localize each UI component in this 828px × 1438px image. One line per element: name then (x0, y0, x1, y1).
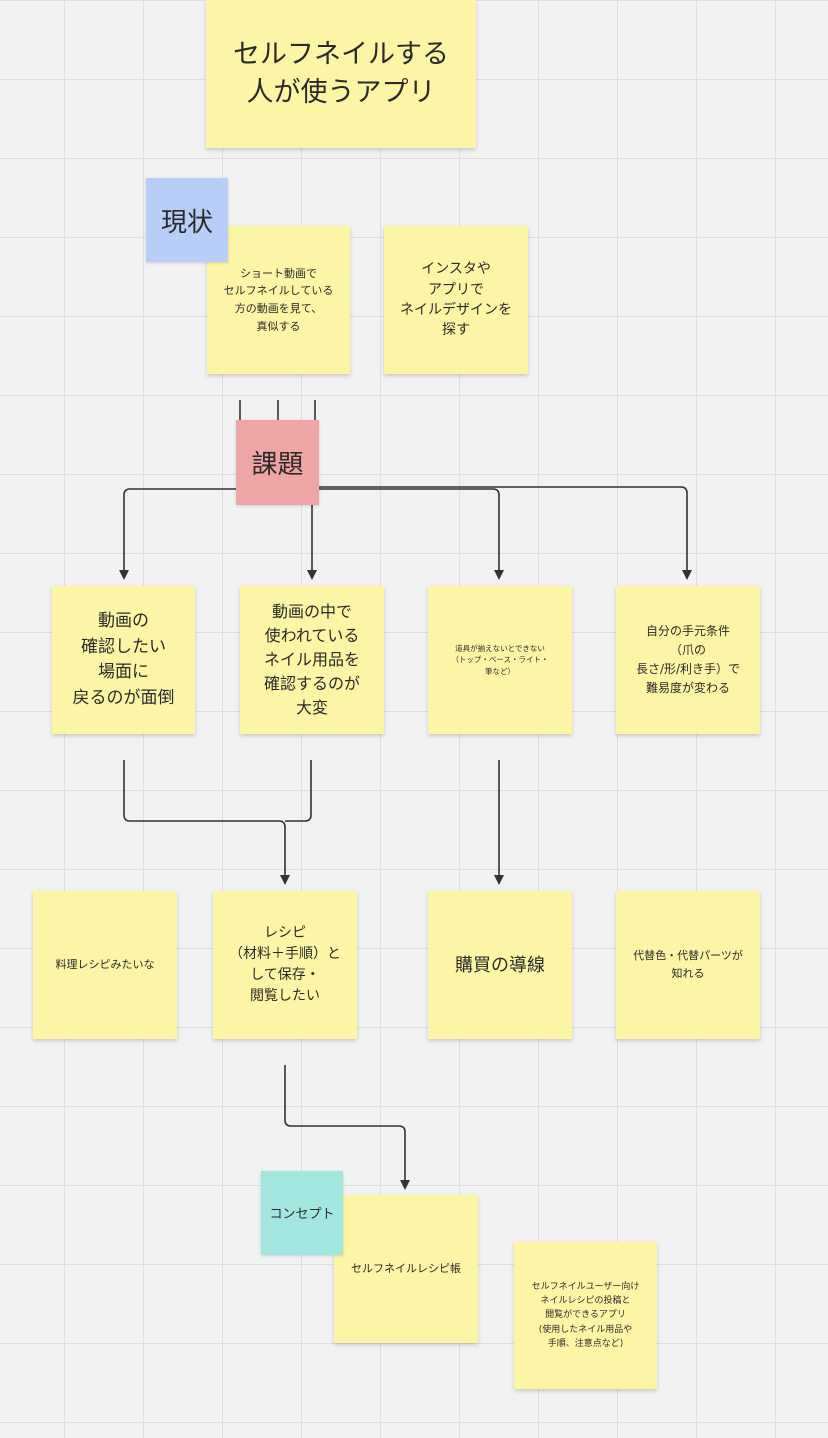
concept-note-description-text: セルフネイルユーザー向け ネイルレシピの投稿と 閲覧ができるアプリ (使用したネ… (531, 1281, 640, 1350)
connector-issue-1 (119, 488, 236, 580)
concept-note-name[interactable]: セルフネイルレシピ帳 (334, 1195, 478, 1343)
idea-note-alternatives[interactable]: 代替色・代替パーツが 知れる (616, 891, 760, 1039)
title-note[interactable]: セルフネイルする 人が使うアプリ (206, 0, 476, 148)
connector-merge-right (285, 760, 312, 822)
connector-concept (284, 1065, 410, 1190)
idea-note-save-recipe-text: レシピ （材料＋手順）と して保存・ 閲覧したい (229, 925, 341, 1004)
idea-note-purchase-flow[interactable]: 購買の導線 (428, 891, 572, 1039)
current-note-short-video[interactable]: ショート動画で セルフネイルしている 方の動画を見て、 真似する (207, 226, 350, 374)
idea-note-cooking-recipe[interactable]: 料理レシピみたいな (33, 891, 177, 1039)
issue-note-video-rewind[interactable]: 動画の 確認したい 場面に 戻るのが面倒 (52, 586, 195, 734)
issue-note-hand-conditions[interactable]: 自分の手元条件 （爪の 長さ/形/利き手）で 難易度が変わる (616, 586, 760, 734)
issue-note-nail-supplies[interactable]: 動画の中で 使われている ネイル用品を 確認するのが 大変 (240, 586, 384, 734)
concept-note-name-text: セルフネイルレシピ帳 (351, 1261, 461, 1275)
issue-note-hand-conditions-text: 自分の手元条件 （爪の 長さ/形/利き手）で 難易度が変わる (635, 623, 741, 696)
label-issue[interactable]: 課題 (236, 420, 319, 505)
issue-note-nail-supplies-text: 動画の中で 使われている ネイル用品を 確認するのが 大変 (263, 602, 360, 717)
idea-note-alternatives-text: 代替色・代替パーツが 知れる (633, 949, 743, 980)
issue-note-tools-text: 道具が揃えないとできない （トップ・ベース・ライト・ 筆など） (451, 644, 549, 676)
label-current-text: 現状 (160, 207, 213, 238)
label-issue-text: 課題 (251, 450, 304, 480)
label-concept-text: コンセプト (269, 1207, 335, 1222)
current-note-short-video-text: ショート動画で セルフネイルしている 方の動画を見て、 真似する (223, 266, 334, 333)
idea-note-save-recipe[interactable]: レシピ （材料＋手順）と して保存・ 閲覧したい (213, 891, 357, 1039)
current-note-instagram-text: インスタや アプリで ネイルデザインを 探す (400, 261, 512, 339)
issue-note-video-rewind-text: 動画の 確認したい 場面に 戻るのが面倒 (72, 611, 175, 708)
connector-issue-3 (319, 488, 504, 580)
concept-note-description[interactable]: セルフネイルユーザー向け ネイルレシピの投稿と 閲覧ができるアプリ (使用したネ… (514, 1242, 657, 1389)
label-concept[interactable]: コンセプト (261, 1171, 343, 1255)
connector-merge-left (123, 760, 290, 885)
current-note-instagram[interactable]: インスタや アプリで ネイルデザインを 探す (384, 226, 528, 374)
idea-note-cooking-recipe-text: 料理レシピみたいな (55, 957, 155, 971)
connector-issue-4 (319, 486, 692, 580)
title-text: セルフネイルする 人が使うアプリ (233, 39, 449, 108)
label-current[interactable]: 現状 (146, 178, 228, 262)
issue-note-tools[interactable]: 道具が揃えないとできない （トップ・ベース・ライト・ 筆など） (428, 586, 572, 734)
idea-note-purchase-flow-text: 購買の導線 (455, 954, 545, 976)
